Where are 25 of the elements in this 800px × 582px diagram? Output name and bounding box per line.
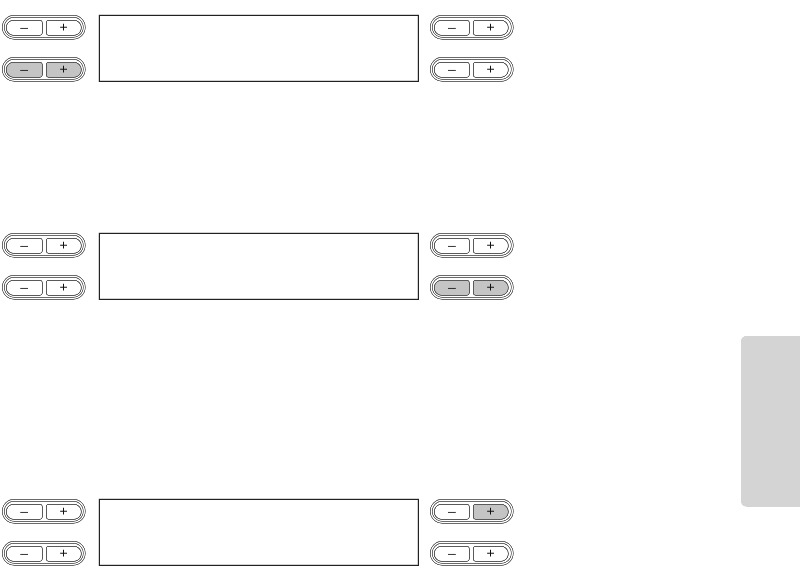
plus-button: + (473, 20, 509, 36)
minus-button: – (6, 280, 43, 296)
minus-button: – (6, 62, 43, 78)
minus-button: – (434, 504, 470, 520)
minus-button: – (6, 238, 43, 254)
minus-button: – (6, 546, 43, 562)
plus-button: + (473, 280, 509, 296)
plus-button: + (46, 20, 82, 36)
minus-button: – (434, 20, 470, 36)
minus-button: – (434, 62, 470, 78)
plus-button: + (473, 504, 509, 520)
minus-button: – (6, 504, 43, 520)
plus-button: + (46, 280, 82, 296)
plus-button: + (46, 238, 82, 254)
minus-button: – (434, 280, 470, 296)
plus-button: + (46, 504, 82, 520)
minus-button: – (434, 546, 470, 562)
plus-button: + (46, 546, 82, 562)
plus-button: + (46, 62, 82, 78)
plus-button: + (473, 546, 509, 562)
side-tab (741, 336, 800, 507)
plus-button: + (473, 238, 509, 254)
plus-button: + (473, 62, 509, 78)
minus-button: – (434, 238, 470, 254)
minus-button: – (6, 20, 43, 36)
